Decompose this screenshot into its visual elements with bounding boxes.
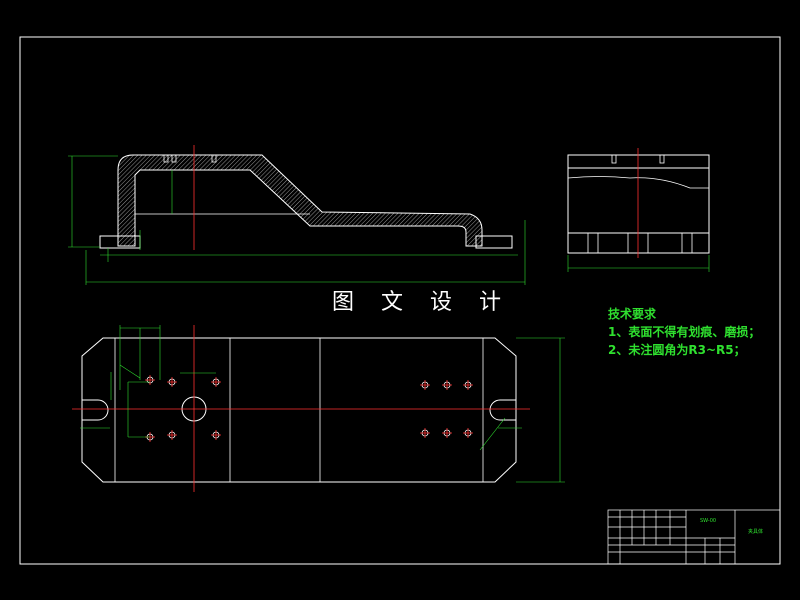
tech-req-item-1: 1、表面不得有划痕、磨损； — [608, 325, 761, 339]
title-block — [607, 509, 781, 565]
technical-requirements: 技术要求 1、表面不得有划痕、磨损； 2、未注圆角为R3~R5； — [608, 305, 760, 359]
tech-req-title: 技术要求 — [608, 307, 657, 321]
side-view — [567, 148, 710, 272]
watermark: 图 文 设 计 — [332, 290, 511, 315]
title-block-code: SW-00 — [700, 518, 717, 524]
tech-req-item-2: 2、未注圆角为R3~R5； — [608, 343, 746, 357]
front-right-lug — [475, 235, 513, 249]
top-outline — [81, 337, 517, 483]
front-view — [68, 145, 526, 285]
front-section-profile — [117, 154, 483, 247]
top-view — [72, 325, 565, 492]
sheet-border — [19, 36, 781, 565]
title-block-part-name: 夹具体 — [748, 529, 764, 535]
